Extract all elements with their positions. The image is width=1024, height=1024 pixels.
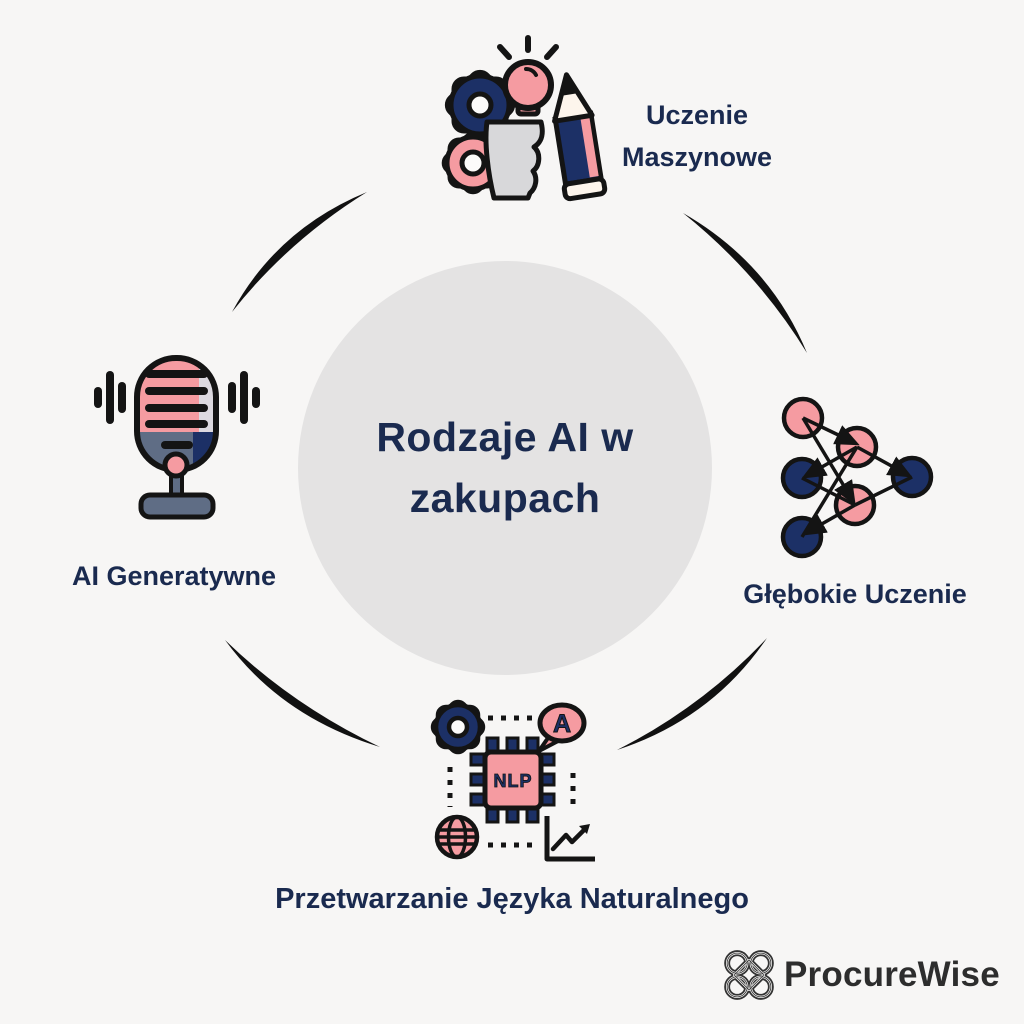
- mic-stand: [138, 451, 216, 520]
- speech-bubble-icon: A: [537, 702, 587, 753]
- brand-logo: ProcureWise: [723, 946, 1000, 1004]
- microphone-icon: [94, 355, 260, 520]
- sound-wave-icon: [94, 371, 260, 424]
- arc-top-right: [683, 213, 807, 353]
- nlp-chip-icon: A NLP: [430, 699, 595, 862]
- knot-logo-icon: [724, 950, 774, 1000]
- center-circle: Rodzaje AI w zakupach: [298, 261, 712, 675]
- label-machine-learning: Uczenie Maszynowe: [621, 100, 773, 172]
- pencil-icon: [552, 72, 608, 202]
- label-nlp: Przetwarzanie Języka Naturalnego: [275, 883, 749, 915]
- network-edges: [800, 416, 913, 538]
- chip: NLP: [469, 736, 556, 824]
- label-deep-learning: Głębokie Uczenie: [743, 579, 967, 609]
- globe-icon: [434, 814, 480, 860]
- chart-icon: [544, 816, 595, 862]
- page-title: Rodzaje AI w zakupach: [376, 413, 634, 522]
- lightbulb-icon: [497, 35, 559, 117]
- gear-icon: [430, 699, 486, 755]
- arc-bottom-right: [617, 638, 767, 750]
- chip-label: NLP: [494, 771, 533, 791]
- brand-name: ProcureWise: [784, 955, 1000, 994]
- neural-network-icon: [780, 396, 934, 559]
- label-generative-ai: AI Generatywne: [71, 561, 277, 591]
- arc-top-left: [232, 192, 367, 312]
- head-shape: [483, 119, 545, 201]
- machine-learning-icon: [441, 35, 608, 202]
- arc-bottom-left: [225, 640, 380, 747]
- mic-body: [134, 355, 219, 473]
- bubble-letter: A: [553, 710, 571, 738]
